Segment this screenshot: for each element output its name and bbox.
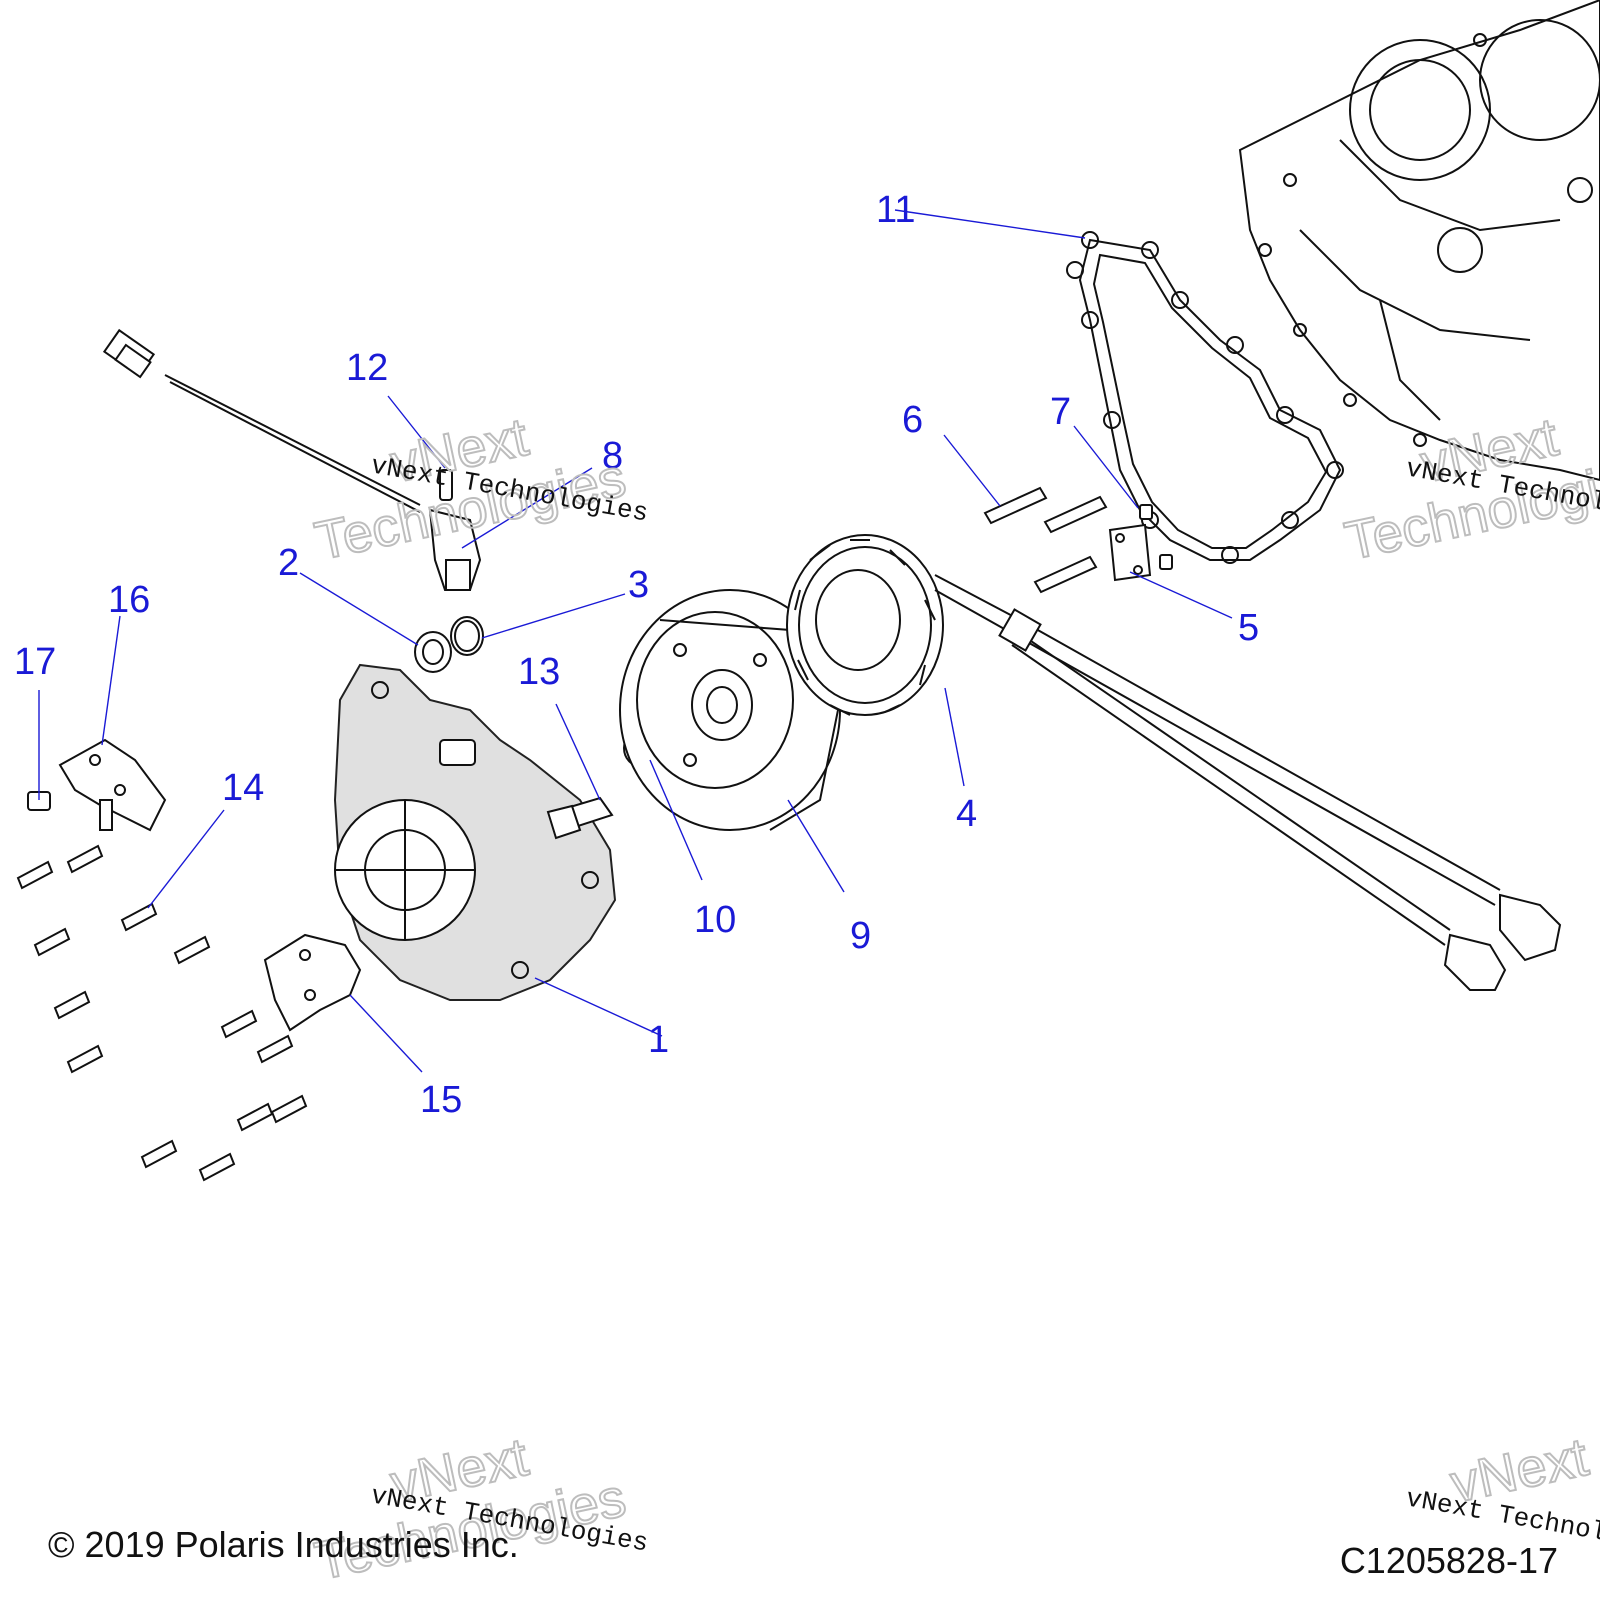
gasket [1066, 231, 1344, 564]
callouts: 1 2 3 4 5 6 7 8 9 10 11 12 13 14 15 16 1… [14, 189, 1259, 1121]
speed-sensor [102, 328, 482, 591]
snap-ring [450, 616, 484, 656]
stator-harness [934, 574, 1562, 991]
callout-4: 4 [956, 793, 977, 835]
bearing [414, 631, 452, 673]
callout-17: 17 [14, 641, 56, 683]
callout-11: 11 [876, 189, 915, 231]
stator [786, 534, 944, 716]
callout-5: 5 [1238, 607, 1259, 649]
callout-10: 10 [694, 899, 736, 941]
cover-bolts [16, 844, 308, 1182]
callout-7: 7 [1050, 391, 1071, 433]
callout-9: 9 [850, 915, 871, 957]
callout-15: 15 [420, 1079, 462, 1121]
callout-1: 1 [648, 1019, 669, 1061]
grommet-screws [1139, 504, 1173, 570]
mounting-bracket-upper [58, 738, 167, 832]
leader-lines [38, 209, 1233, 1073]
callout-2: 2 [278, 542, 299, 584]
figure-code: C1205828-17 [1339, 1540, 1558, 1581]
callout-8: 8 [602, 435, 623, 477]
crankcase [1238, 0, 1600, 482]
copyright-notice: © 2019 Polaris Industries Inc. [48, 1524, 519, 1565]
stator-cover [333, 663, 617, 1001]
callout-16: 16 [108, 579, 150, 621]
flywheel-bolt [546, 796, 614, 840]
callout-14: 14 [222, 767, 264, 809]
mounting-bracket-lower [263, 933, 362, 1032]
callout-6: 6 [902, 399, 923, 441]
callout-13: 13 [518, 651, 560, 693]
dowel-pin [439, 469, 453, 501]
retainer-plate [1108, 523, 1152, 582]
stator-bolts [983, 486, 1108, 594]
callout-3: 3 [628, 564, 649, 606]
callout-12: 12 [346, 347, 388, 389]
